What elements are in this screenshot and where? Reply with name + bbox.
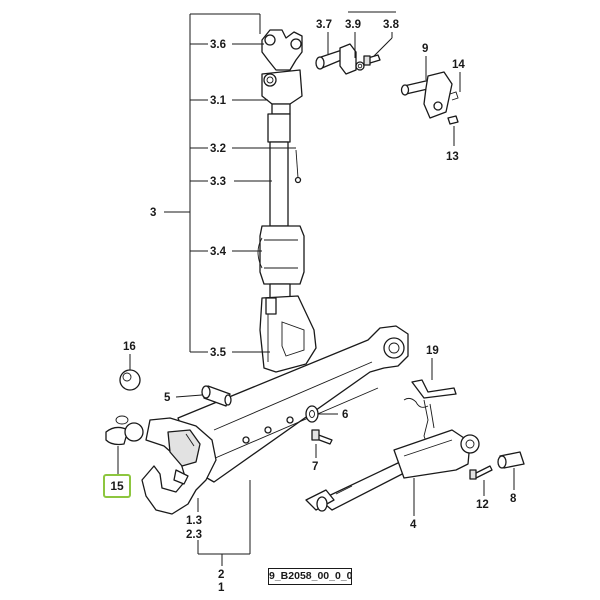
ball-16 xyxy=(119,369,141,391)
callout-3: 3 xyxy=(150,207,156,219)
diagram-reference-code: 9_B2058_00_0_0 xyxy=(268,568,353,585)
callout-1: 1 xyxy=(218,582,225,594)
callout-4: 4 xyxy=(410,519,417,531)
callout-3-4: 3.4 xyxy=(210,246,227,258)
pin-8 xyxy=(497,451,525,469)
bolt-12 xyxy=(469,465,493,480)
callout-6: 6 xyxy=(342,409,348,421)
pin-assembly-9 xyxy=(400,71,459,125)
callout-3-1: 3.1 xyxy=(210,95,227,107)
callout-13: 13 xyxy=(446,151,459,163)
callout-7: 7 xyxy=(312,461,318,473)
top-link-assembly xyxy=(257,29,317,373)
callout-8: 8 xyxy=(510,493,517,505)
callout-3-5: 3.5 xyxy=(210,347,227,359)
callout-labels: 3.6 3.7 3.9 3.8 9 14 13 3.1 3.2 3.3 3 3.… xyxy=(123,19,517,594)
callout-2-3: 2.3 xyxy=(186,529,202,541)
callout-15-highlighted[interactable]: 15 xyxy=(103,474,131,498)
callout-2: 2 xyxy=(218,569,224,581)
callout-19: 19 xyxy=(426,345,439,357)
bolt-7 xyxy=(311,429,333,445)
callout-3-6: 3.6 xyxy=(210,39,226,51)
callout-14: 14 xyxy=(452,59,465,71)
callout-16: 16 xyxy=(123,341,136,353)
leader-lines xyxy=(117,11,515,566)
callout-3-9: 3.9 xyxy=(345,19,361,31)
lower-link-arm xyxy=(141,325,409,515)
pin-assembly-3-7 xyxy=(315,43,381,75)
ball-end-15 xyxy=(105,415,144,446)
callout-9: 9 xyxy=(422,43,428,55)
callout-3-3: 3.3 xyxy=(210,176,226,188)
callout-3-2: 3.2 xyxy=(210,143,226,155)
callout-1-3: 1.3 xyxy=(186,515,202,527)
pin-5 xyxy=(201,385,232,407)
washer-6 xyxy=(305,405,319,423)
callout-5: 5 xyxy=(164,392,171,404)
callout-3-8: 3.8 xyxy=(383,19,400,31)
callout-3-7: 3.7 xyxy=(316,19,332,31)
callout-12: 12 xyxy=(476,499,489,511)
stabiliser-4 xyxy=(305,429,480,512)
